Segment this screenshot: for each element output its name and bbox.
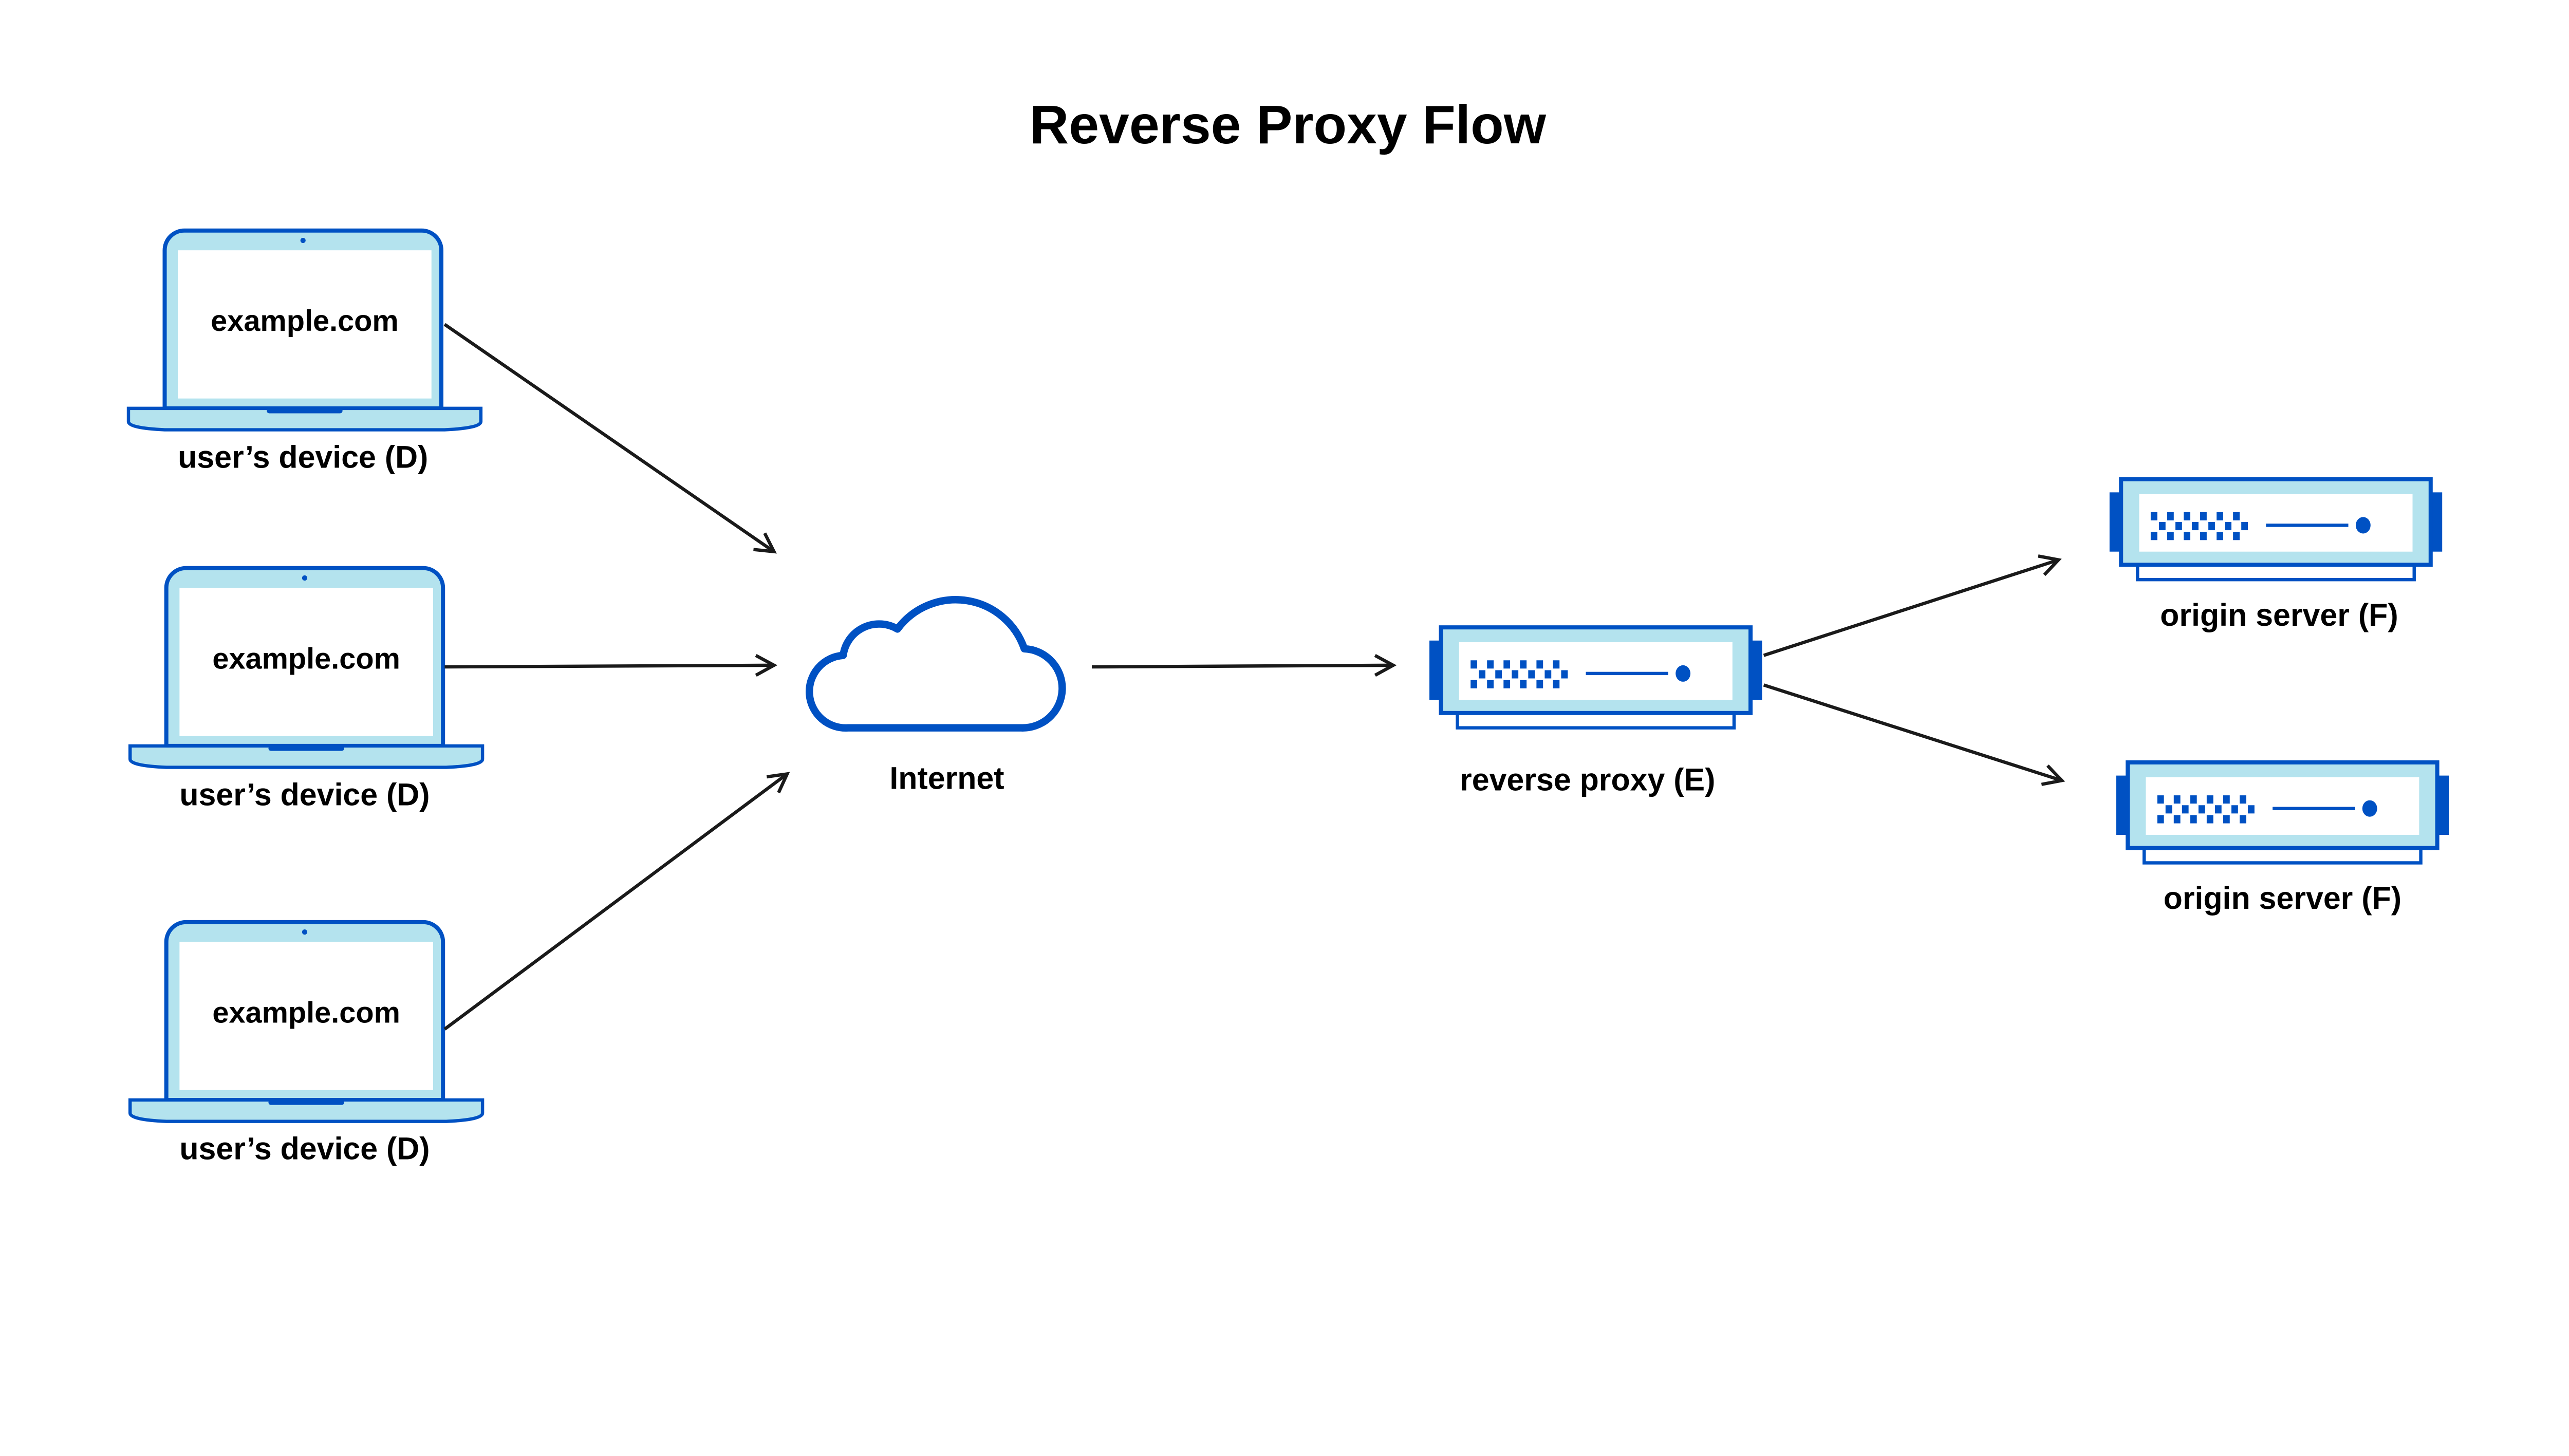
origin-server-1: origin server (F) <box>2110 479 2442 632</box>
proxy-label: reverse proxy (E) <box>1460 762 1715 797</box>
diagram: Reverse Proxy Flow example.com user’s de… <box>0 95 2569 1166</box>
cloud-icon <box>805 596 1066 732</box>
arrow-proxy-to-origin2 <box>1763 683 2062 780</box>
origin-server-2: origin server (F) <box>2116 762 2449 916</box>
reverse-proxy-node: reverse proxy (E) <box>1429 627 1762 797</box>
arrow-device2-to-internet <box>444 665 774 667</box>
arrow-internet-to-proxy <box>1091 665 1393 667</box>
server-icon <box>1429 627 1762 728</box>
server-icon <box>2116 762 2449 863</box>
device-label: user’s device (D) <box>179 1131 430 1166</box>
internet-label: Internet <box>889 760 1004 795</box>
server-icon <box>2110 479 2442 580</box>
user-device-2: example.com user’s device (D) <box>130 568 482 812</box>
internet-node: Internet <box>805 596 1066 795</box>
user-device-3: example.com user’s device (D) <box>130 922 482 1166</box>
screen-text: example.com <box>211 305 399 338</box>
diagram-title: Reverse Proxy Flow <box>1030 95 1547 155</box>
arrow-proxy-to-origin1 <box>1763 560 2059 657</box>
origin-label: origin server (F) <box>2160 598 2398 632</box>
device-label: user’s device (D) <box>178 439 428 474</box>
screen-text: example.com <box>212 996 400 1029</box>
user-device-1: example.com user’s device (D) <box>128 231 481 474</box>
screen-text: example.com <box>212 642 400 675</box>
arrow-device1-to-internet <box>443 323 774 551</box>
arrow-device3-to-internet <box>443 774 787 1031</box>
origin-label: origin server (F) <box>2164 881 2402 916</box>
device-label: user’s device (D) <box>179 777 430 812</box>
